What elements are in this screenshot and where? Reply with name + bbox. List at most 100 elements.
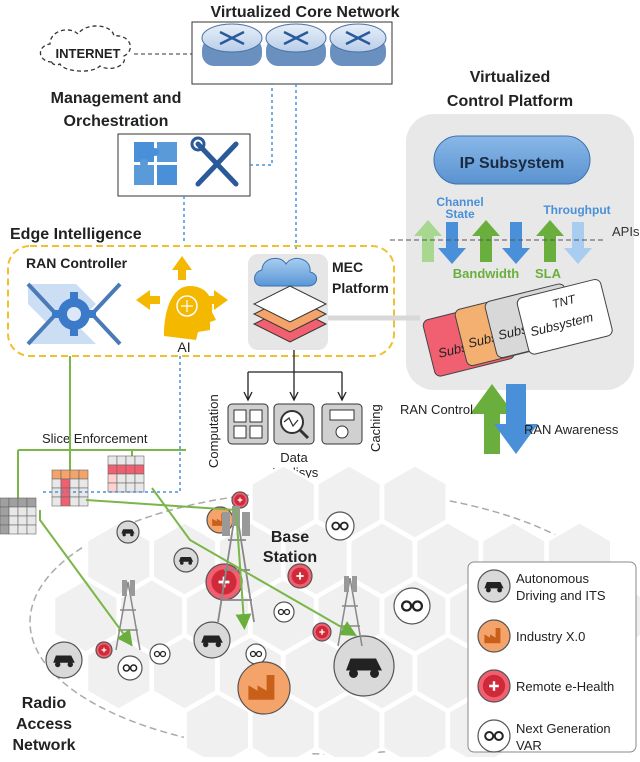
bandwidth-label: Bandwidth [453, 266, 519, 281]
svg-text:Subs: Subs [497, 321, 530, 343]
floppy-disk-icon [321, 403, 363, 445]
vr-glasses-icon [149, 643, 171, 665]
router-icon [201, 23, 263, 66]
core-network-title: Virtualized Core Network [210, 4, 399, 21]
ran-control-arrow-icon [470, 384, 514, 454]
vcp-title-line2: Control Platform [447, 93, 573, 110]
up-arrow-icon [472, 220, 500, 262]
vr-glasses-icon [273, 601, 295, 623]
up-arrow-icon [414, 220, 442, 262]
channel-state-line2: State [445, 207, 475, 221]
router-icon [329, 23, 387, 66]
down-arrow-icon [502, 222, 530, 264]
hexagon-cell [249, 463, 317, 541]
hexagon-cell [381, 691, 449, 762]
legend-label: Autonomous [516, 571, 589, 586]
mgmt-title-line2: Orchestration [64, 113, 169, 130]
car-icon [333, 635, 395, 697]
vr-glasses-icon [245, 643, 267, 665]
ip-subsystem-label: IP Subsystem [460, 155, 565, 172]
channel-state-line1: Channel [436, 195, 483, 209]
edge-ran-link [40, 356, 181, 493]
computation-label: Computation [206, 394, 221, 468]
throughput-label: Throughput [543, 203, 610, 217]
radio-access-line1: Radio [22, 695, 67, 712]
base-station-line1: Base [271, 529, 309, 546]
data-analysis-line1: Data [280, 450, 308, 465]
tools-icon [190, 136, 239, 187]
ai-label: AI [177, 339, 190, 355]
ai-brain-icon [136, 256, 228, 340]
mec-layers-icon [252, 285, 328, 343]
vr-glasses-icon [393, 587, 431, 625]
legend-label-line2: VAR [516, 738, 542, 753]
slice-table-icon [0, 497, 37, 535]
calculator-icon [227, 403, 269, 445]
slice-table-icon [107, 455, 145, 493]
mgmt-core-link [250, 84, 273, 166]
sla-label: SLA [535, 266, 562, 281]
apis-label: APIs [612, 224, 640, 239]
tnt-card: TNT Subsystem [516, 279, 613, 355]
medical-cross-icon [477, 669, 511, 703]
cell-tower-icon [337, 576, 363, 647]
edge-intelligence-box [7, 245, 395, 357]
mec-service-links [247, 350, 343, 400]
up-arrow-icon [536, 220, 564, 262]
medical-cross-icon [312, 622, 332, 642]
legend-item: Remote e-Health [477, 669, 614, 703]
slice-table-icon [51, 469, 89, 507]
down-arrow-icon [438, 222, 466, 264]
radio-access-line3: Network [12, 737, 75, 754]
tnt-subsystems: TNT Subs TNT Subs TNT Subs TNT Subsystem [422, 279, 613, 377]
hexagon-cell [414, 520, 482, 598]
ran-controller-icon [26, 282, 122, 346]
legend-item: Industry X.0 [477, 619, 585, 653]
hexagon-cell [381, 463, 449, 541]
hexagon-cell [183, 691, 251, 762]
vr-glasses-icon [325, 511, 355, 541]
puzzle-icon [134, 142, 177, 185]
medical-cross-icon [95, 641, 113, 659]
hexagon-cell [348, 520, 416, 598]
legend-label-line2: Driving and ITS [516, 588, 606, 603]
vcp-title-line1: Virtualized [470, 69, 551, 86]
mgmt-title-line1: Management and [51, 90, 182, 107]
car-icon [173, 547, 199, 573]
factory-icon [477, 619, 511, 653]
legend-label: Next Generation [516, 721, 611, 736]
cell-tower-icon [115, 580, 141, 651]
hexagon-cell [315, 691, 383, 762]
svg-text:TNT: TNT [551, 292, 579, 312]
internet-label: INTERNET [56, 46, 121, 61]
car-icon [116, 520, 140, 544]
caching-label: Caching [368, 404, 383, 452]
edge-intelligence-title: Edge Intelligence [10, 226, 142, 243]
internet-cloud: INTERNET [39, 25, 131, 72]
mec-label-line1: MEC [332, 259, 363, 275]
ran-awareness-arrow-icon [494, 384, 538, 454]
api-arrows [414, 220, 592, 264]
car-icon [193, 621, 231, 659]
ran-awareness-label: RAN Awareness [524, 422, 619, 437]
medical-cross-icon [287, 563, 313, 589]
legend-box [467, 561, 637, 753]
mec-label-line2: Platform [332, 280, 389, 296]
mec-cloud-icon [254, 257, 317, 287]
car-icon [45, 641, 83, 679]
vr-glasses-icon [117, 655, 143, 681]
legend-label: Remote e-Health [516, 679, 614, 694]
core-network: Virtualized Core Network [191, 4, 400, 85]
svg-text:Subs: Subs [437, 339, 470, 361]
factory-icon [237, 661, 291, 715]
down-arrow-icon [564, 222, 592, 264]
radio-access-line2: Access [16, 716, 72, 733]
analytics-icon [273, 403, 315, 445]
ran-control-label: RAN Control [400, 402, 473, 417]
ip-subsystem-box [433, 135, 591, 185]
